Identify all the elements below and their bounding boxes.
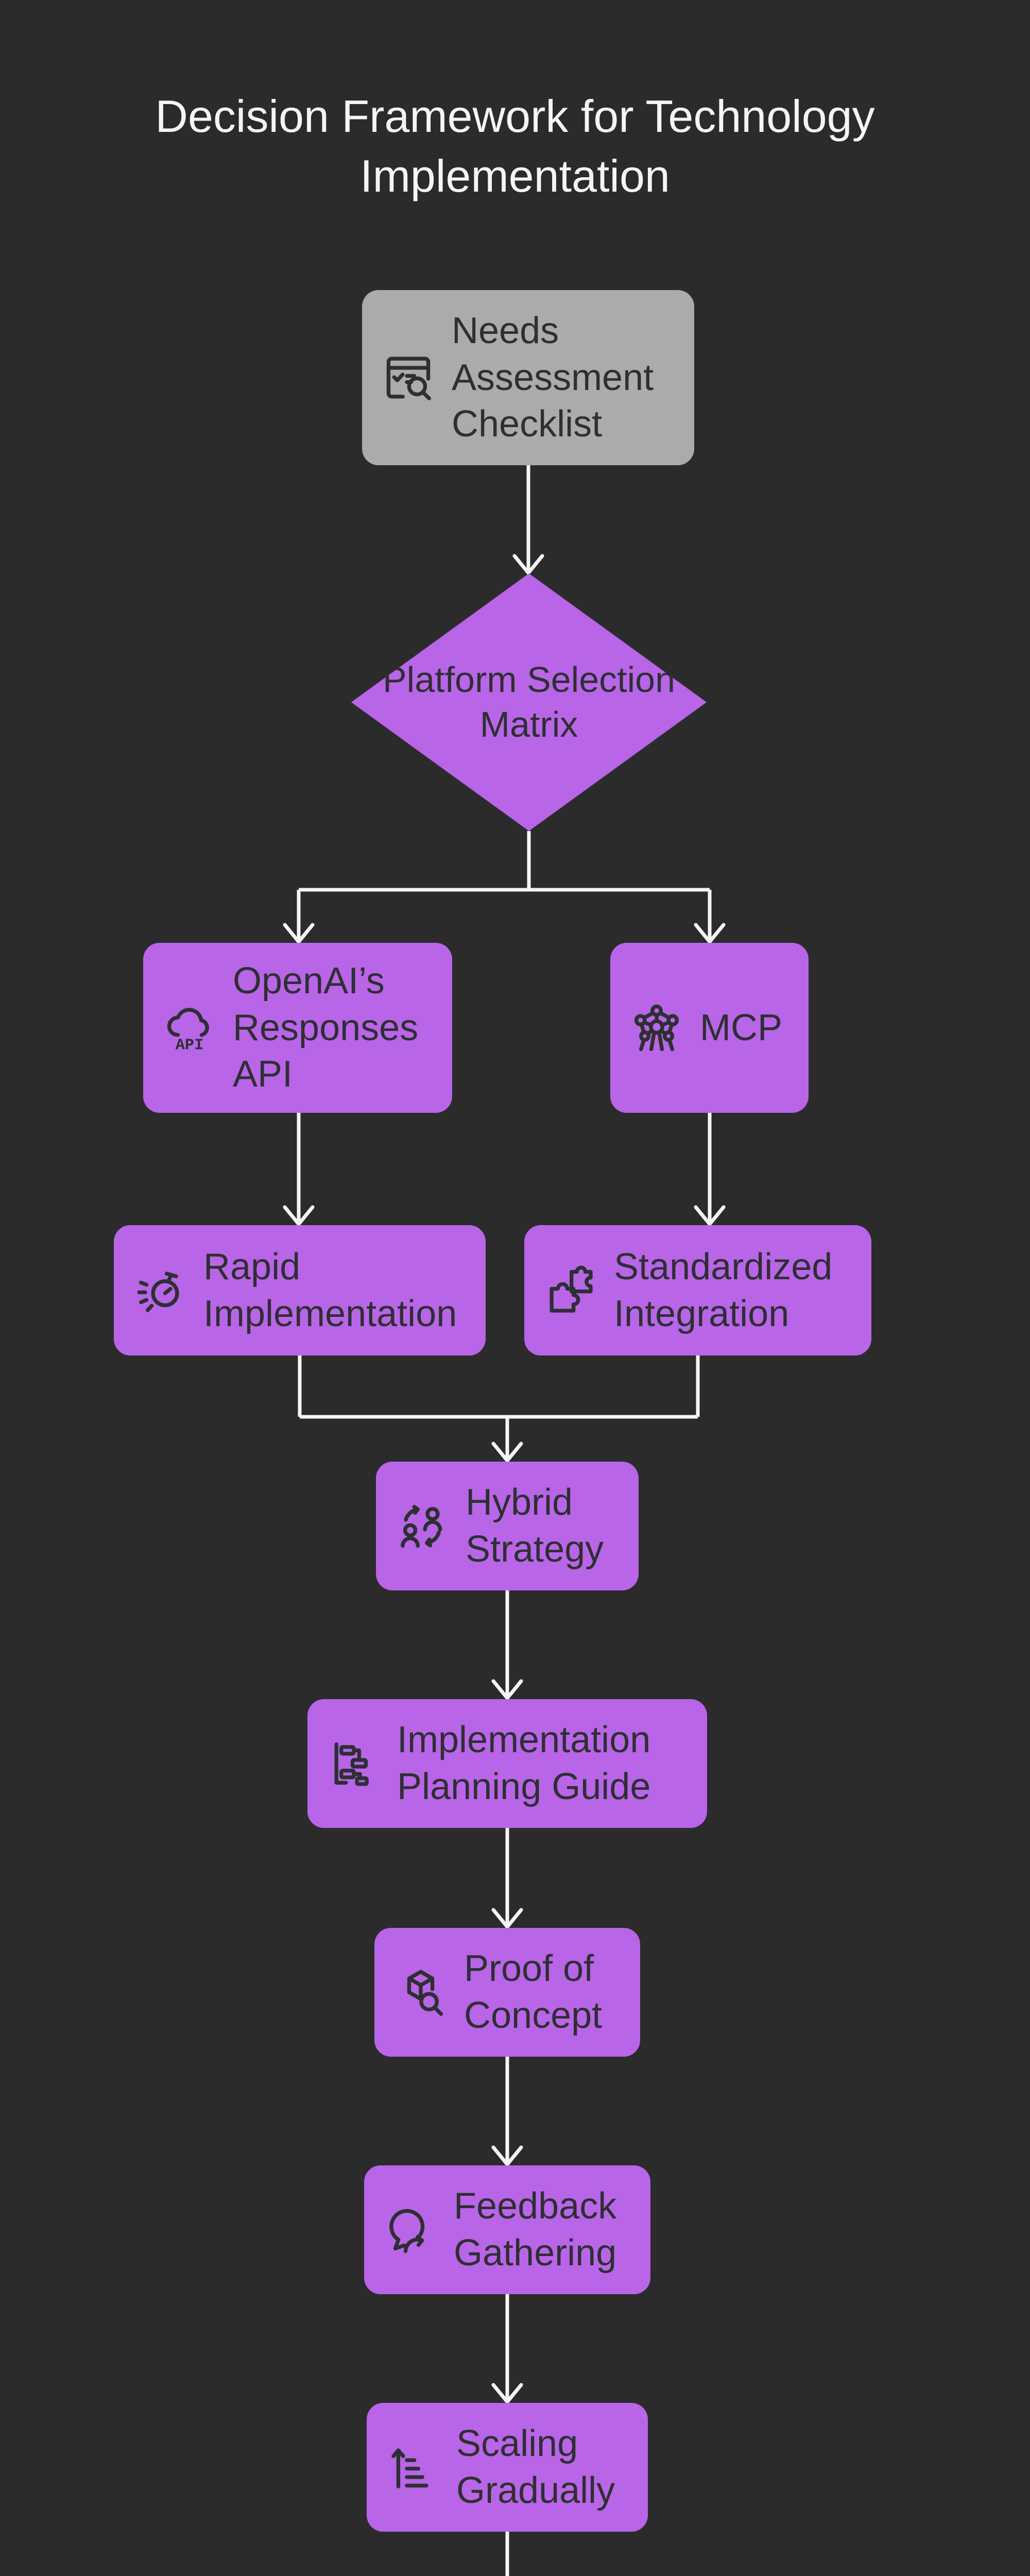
node-needs-assessment-checklist: Needs Assessment Checklist <box>362 290 694 465</box>
connector-merge-to-hybrid <box>298 1355 700 1463</box>
svg-text:API: API <box>176 1037 204 1055</box>
ascending-bars-icon <box>386 2441 440 2494</box>
node-label: Scaling Gradually <box>456 2423 615 2511</box>
cube-search-icon <box>394 1965 448 2019</box>
node-rapid-implementation: Rapid Implementation <box>114 1225 486 1355</box>
connector-hybrid-to-planning <box>491 1590 523 1700</box>
connector-scaling-split <box>505 2532 509 2576</box>
connector-poc-to-feedback <box>491 2057 523 2166</box>
node-label: Rapid Implementation <box>203 1246 457 1334</box>
node-scaling-gradually: Scaling Gradually <box>367 2403 648 2532</box>
cloud-api-icon: API <box>163 1001 216 1055</box>
people-exchange-icon <box>396 1499 449 1553</box>
node-label: MCP <box>700 1007 782 1048</box>
node-proof-of-concept: Proof of Concept <box>374 1928 640 2057</box>
node-standardized-integration: Standardized Integration <box>524 1225 871 1355</box>
connector-feedback-to-scaling <box>491 2294 523 2404</box>
node-label: Hybrid Strategy <box>466 1482 604 1570</box>
node-feedback-gathering: Feedback Gathering <box>364 2165 650 2294</box>
node-label: Needs Assessment Checklist <box>452 310 654 445</box>
node-openai-responses-api: API OpenAI’s Responses API <box>143 943 452 1113</box>
node-implementation-planning-guide: Implementation Planning Guide <box>307 1699 707 1828</box>
connector-platform-split <box>283 831 726 944</box>
rapid-timer-icon <box>133 1264 187 1317</box>
gantt-plan-icon <box>327 1737 381 1790</box>
node-label: Standardized Integration <box>614 1246 833 1334</box>
page-title: Decision Framework for Technology Implem… <box>155 91 875 202</box>
network-hub-icon <box>630 1001 683 1055</box>
node-mcp: MCP <box>610 943 809 1113</box>
node-label: OpenAI’s Responses API <box>233 960 419 1095</box>
node-label: Implementation Planning Guide <box>397 1719 651 1807</box>
connector-needs-to-platform <box>512 465 544 575</box>
connector-planning-to-poc <box>491 1828 523 1929</box>
node-label: Platform Selection Matrix <box>382 659 676 745</box>
node-hybrid-strategy: Hybrid Strategy <box>376 1462 639 1590</box>
puzzle-integration-icon <box>544 1264 597 1317</box>
checklist-search-icon <box>382 351 435 404</box>
connector-openai-to-rapid <box>283 1113 315 1226</box>
chat-arrow-icon <box>384 2203 437 2257</box>
node-label: Proof of Concept <box>464 1948 603 2036</box>
connector-mcp-to-standardized <box>694 1113 726 1226</box>
node-label: Feedback Gathering <box>454 2185 617 2274</box>
